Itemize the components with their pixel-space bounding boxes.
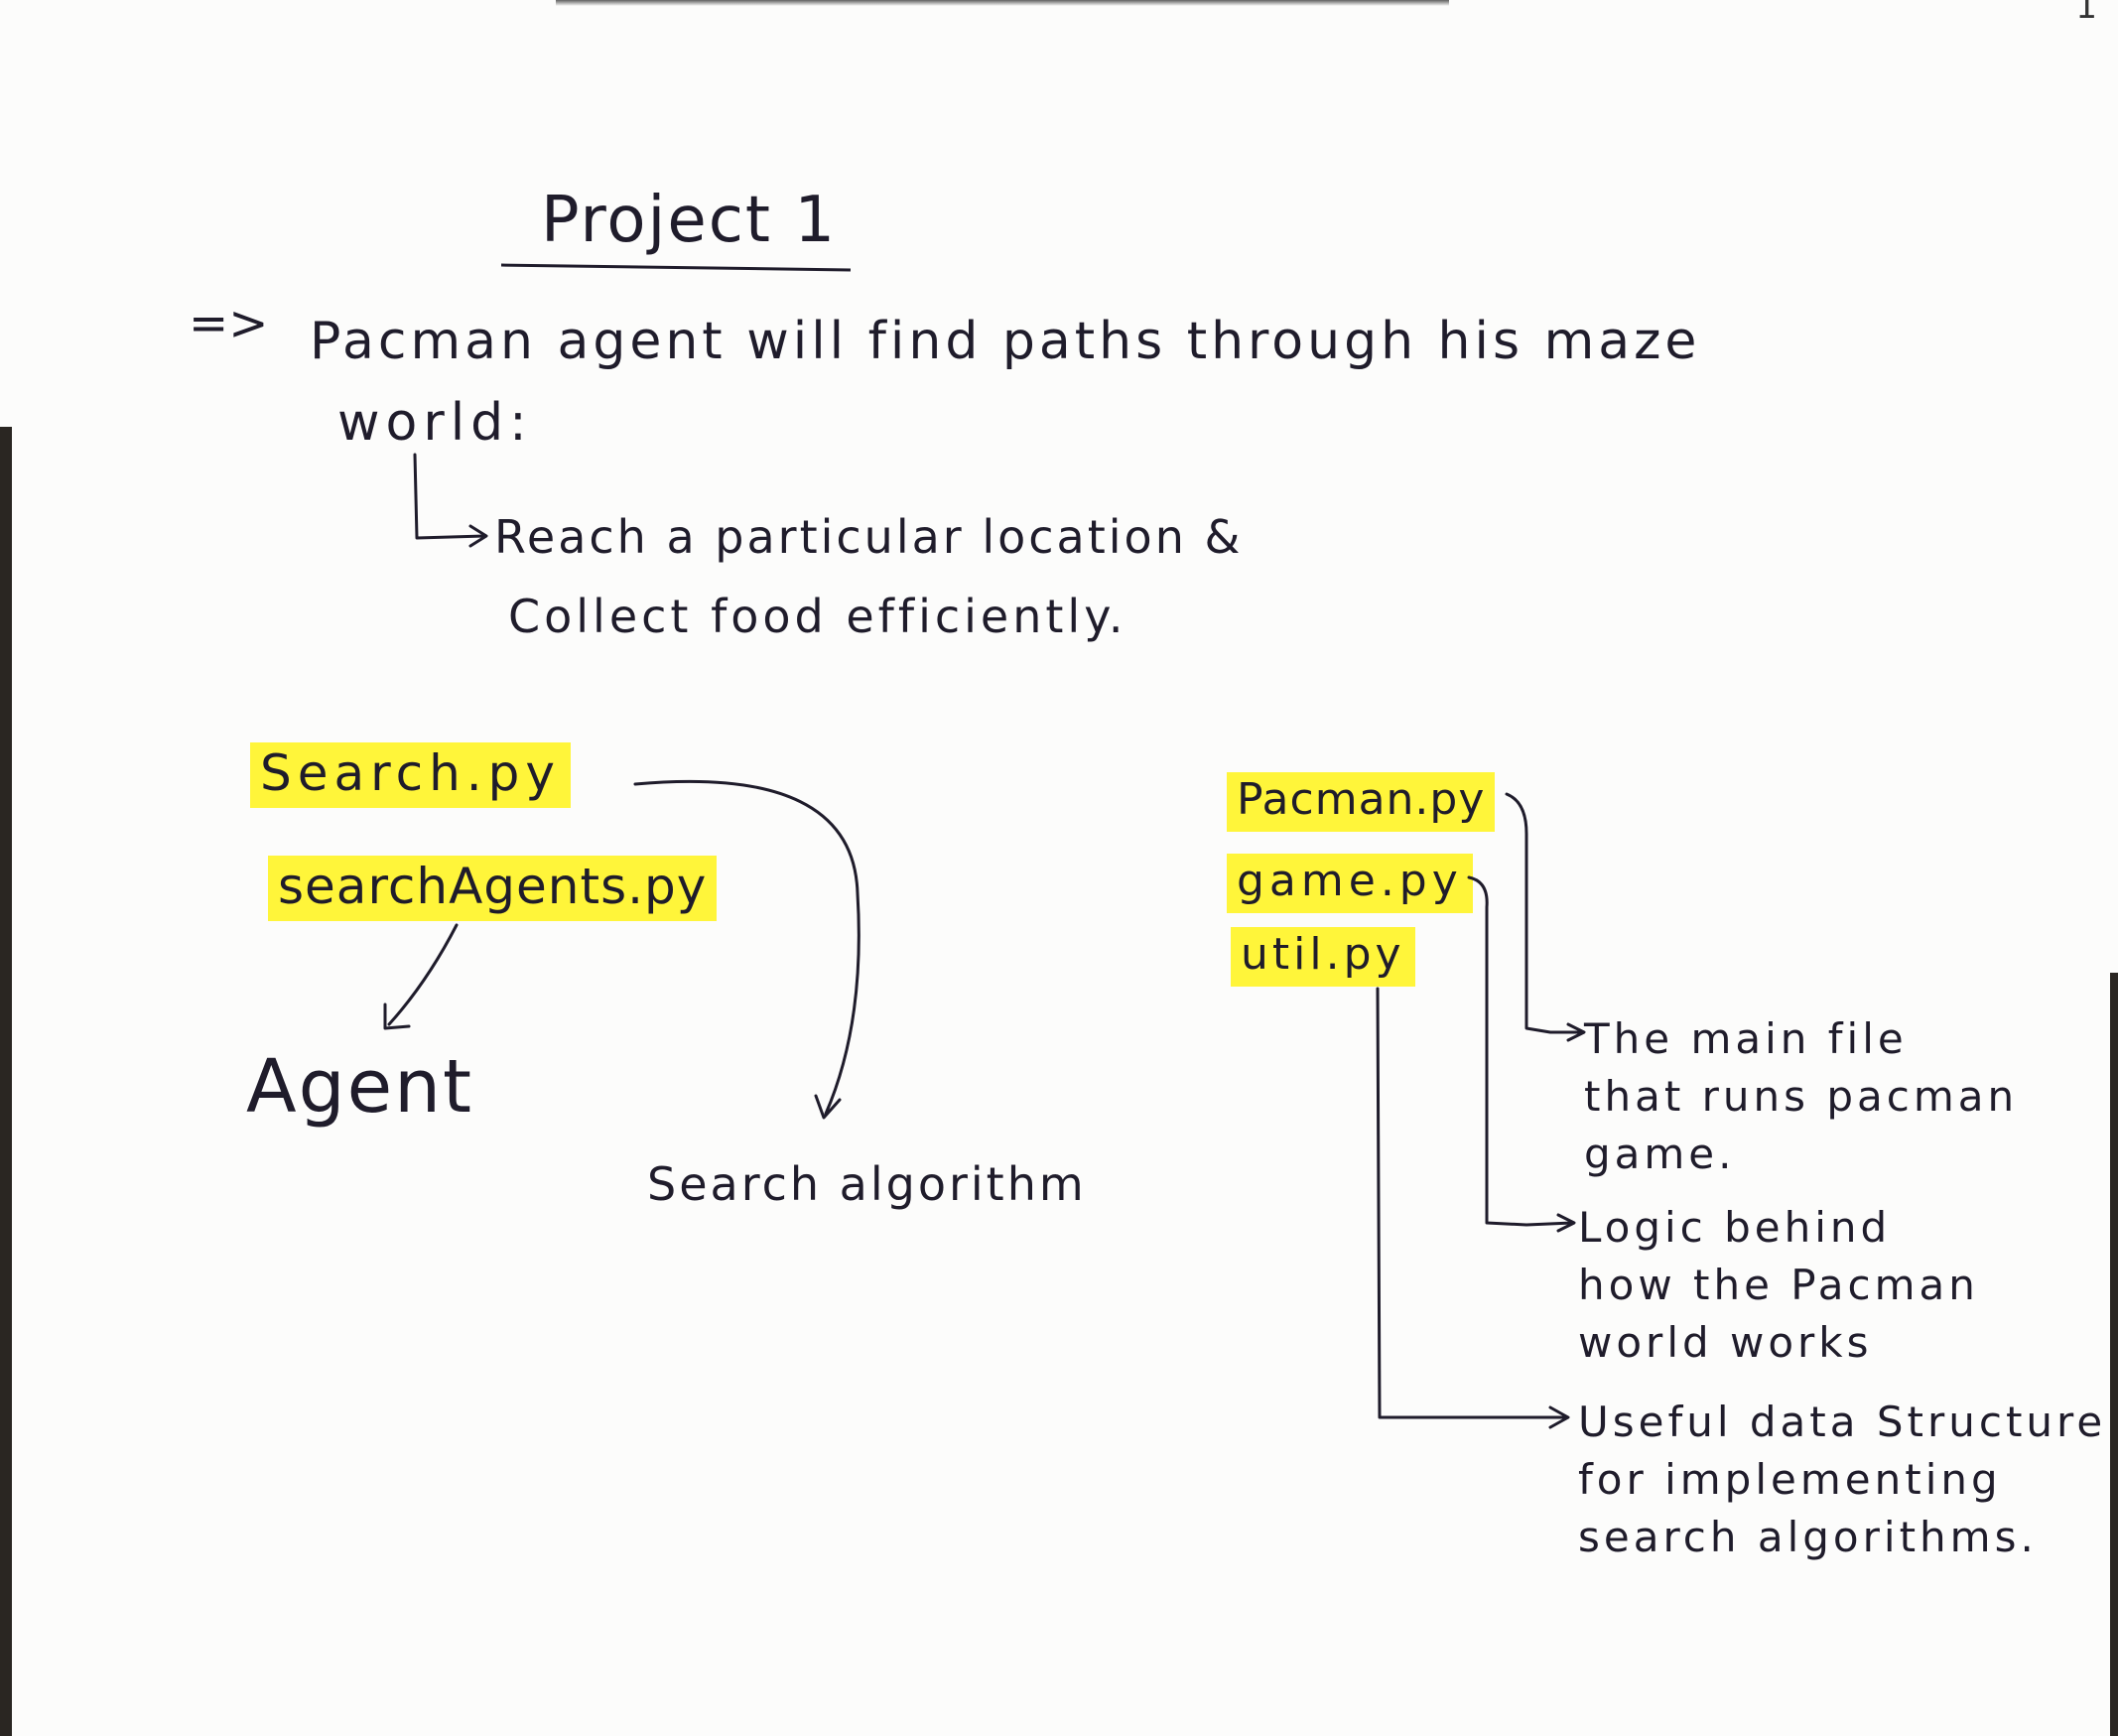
util-line <box>1376 987 1568 1419</box>
pacman-bracket <box>1505 792 1582 1034</box>
sub-point-line-2: Collect food efficiently. <box>508 590 1127 643</box>
intro-line-2: world: <box>337 393 533 453</box>
util-line-arrowhead <box>1548 1405 1570 1429</box>
sub-point-line-1: Reach a particular location & <box>494 510 1244 564</box>
intro-line-1: Pacman agent will find paths through his… <box>310 312 1701 371</box>
page-title: Project 1 <box>541 184 838 257</box>
agent-label: Agent <box>246 1044 474 1130</box>
title-underline <box>500 263 852 272</box>
file-util-py: util.py <box>1231 927 1415 987</box>
agents-to-agent-arrow <box>387 923 459 1026</box>
search-to-algorithm-arrow <box>633 779 860 1116</box>
page-edge-left <box>0 427 12 1736</box>
search-algorithm-label: Search algorithm <box>647 1157 1087 1211</box>
page-number: 1 <box>2075 0 2100 27</box>
page-edge-right <box>2110 973 2118 1736</box>
file-game-py: game.py <box>1227 854 1473 913</box>
agents-to-agent-arrowhead <box>383 1002 411 1030</box>
util-description: Useful data Structure for implementing s… <box>1578 1398 2107 1561</box>
game-bracket-arrowhead <box>1556 1213 1576 1233</box>
sub-point-arrow <box>413 453 486 540</box>
game-bracket <box>1467 875 1574 1227</box>
file-search-agents-py: searchAgents.py <box>268 856 718 921</box>
bullet-arrow: => <box>189 296 269 351</box>
game-description: Logic behind how the Pacman world works <box>1578 1203 1979 1367</box>
file-pacman-py: Pacman.py <box>1227 772 1496 832</box>
pacman-description: The main file that runs pacman game. <box>1584 1014 2019 1178</box>
file-search-py: Search.py <box>250 742 571 808</box>
pacman-bracket-arrowhead <box>1566 1022 1586 1042</box>
page-shadow <box>556 0 1449 6</box>
search-to-algorithm-arrowhead <box>814 1094 842 1120</box>
sub-point-arrowhead <box>468 524 488 548</box>
